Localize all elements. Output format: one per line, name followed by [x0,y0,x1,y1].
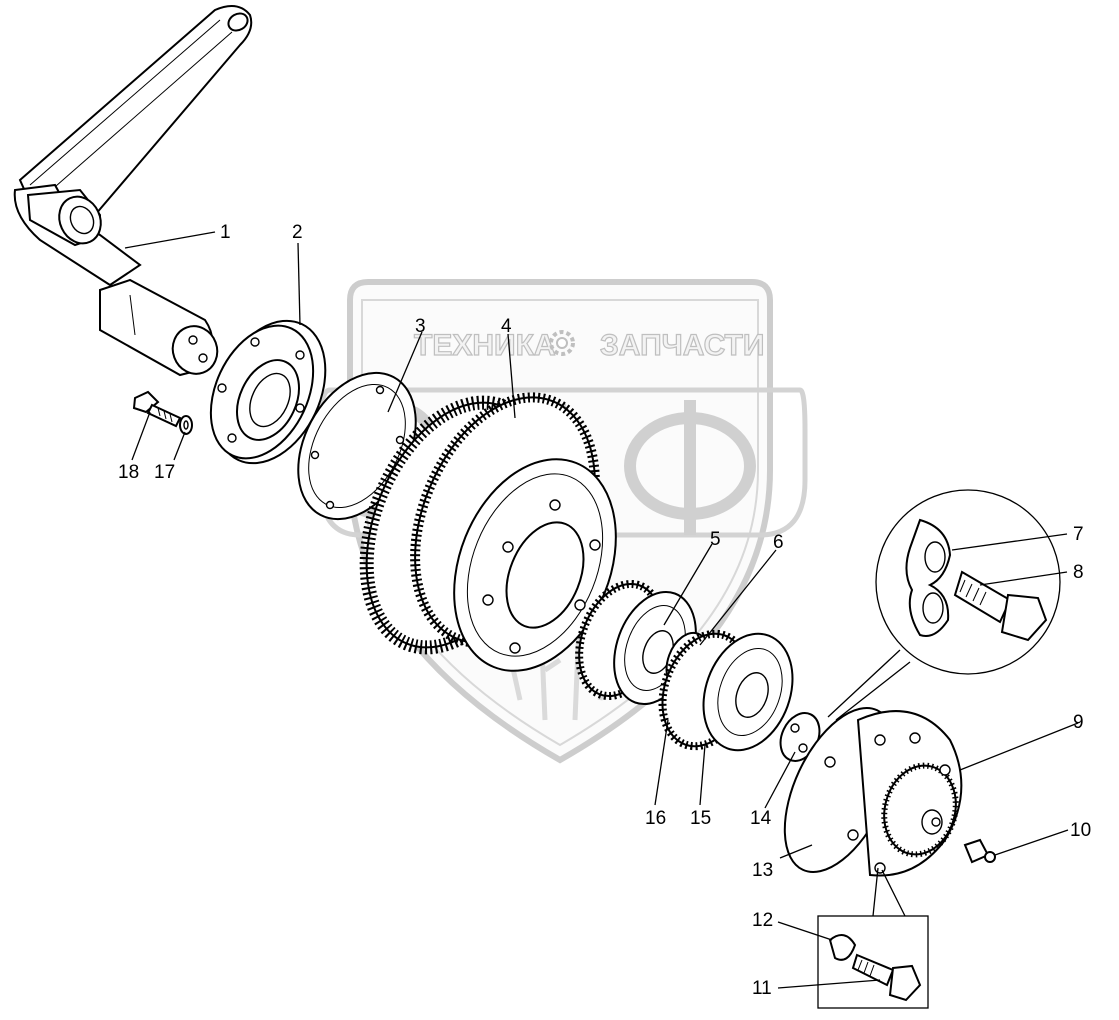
callout-12: 12 [752,910,773,931]
callout-14: 14 [750,808,772,829]
inset-11-12 [817,867,929,1009]
callout-18: 18 [118,462,139,483]
callout-labels: 1 2 3 4 5 6 7 8 9 10 11 12 13 14 15 16 1… [118,222,1091,999]
part-15-16-bearing [658,629,794,752]
callout-9: 9 [1073,712,1084,733]
leader-lines [124,231,1079,989]
callout-4: 4 [501,316,512,337]
callout-5: 5 [710,529,721,550]
callout-11: 11 [752,978,772,999]
callout-1: 1 [220,222,231,243]
callout-6: 6 [773,532,784,553]
part-1-crank-lever [13,5,253,377]
inset-7-8 [827,489,1061,721]
part-4-gear-wheel [359,392,617,672]
callout-13: 13 [752,860,773,881]
callout-3: 3 [415,316,426,337]
callout-7: 7 [1073,524,1084,545]
gear-icon [549,330,575,356]
callout-15: 15 [690,808,711,829]
part-9-13-hub [783,707,963,877]
part-17-washer [179,415,193,435]
part-10-grease-fitting [963,838,996,864]
callout-16: 16 [645,808,666,829]
part-2-flange [209,319,327,465]
callout-17: 17 [154,462,175,483]
watermark-text-right: ЗАПЧАСТИ [600,329,764,362]
part-14-lock-plate [779,712,821,762]
watermark-text-left: ТЕХНИКА [414,329,556,362]
callout-2: 2 [292,222,303,243]
part-18-bolt [132,390,182,428]
callout-10: 10 [1070,820,1091,841]
callout-8: 8 [1073,562,1084,583]
